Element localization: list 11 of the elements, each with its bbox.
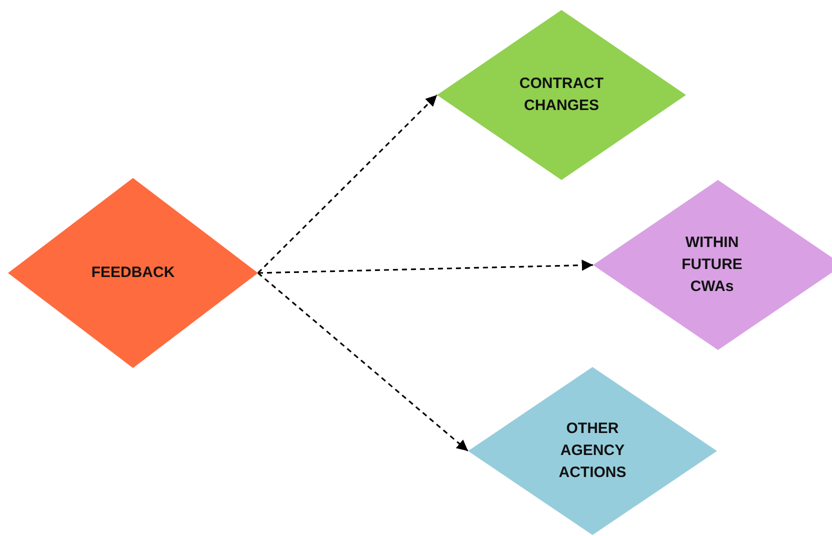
diamond-label: WITHIN FUTURE CWAs bbox=[680, 233, 744, 297]
diamond-label: OTHER AGENCY ACTIONS bbox=[558, 419, 628, 483]
decision-diamond bbox=[437, 10, 686, 180]
decision-diamond bbox=[593, 180, 832, 350]
dashed-arrow bbox=[258, 260, 594, 274]
diamond-label: FEEDBACK bbox=[91, 263, 175, 283]
diamond-label: CONTRACT CHANGES bbox=[518, 74, 605, 116]
dashed-arrow bbox=[257, 94, 438, 274]
decision-diamond bbox=[8, 178, 258, 368]
dashed-arrow bbox=[257, 272, 469, 452]
decision-diamond bbox=[468, 367, 717, 535]
